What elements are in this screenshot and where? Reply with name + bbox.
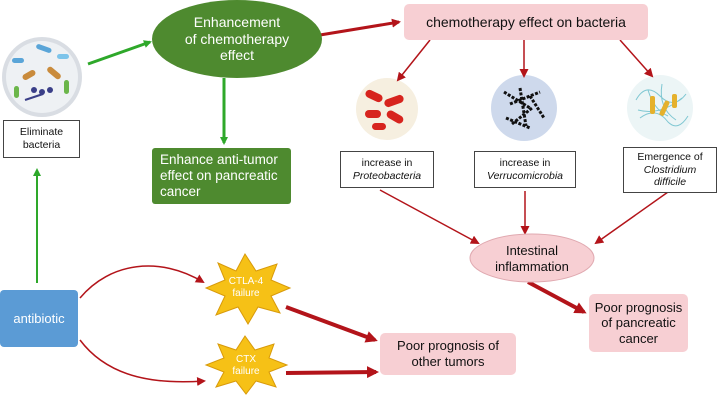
intestinal-line-2: inflammation [495,259,569,274]
arrow-chemo-to-proteo [396,39,431,82]
clostridium-node: Emergence of Clostridium difficile [623,147,717,193]
poor-other-line-2: other tumors [411,354,485,369]
filament-bacteria-icon [491,75,557,141]
intestinal-line-1: Intestinal [505,243,559,259]
ctx-star [204,335,289,395]
enhancement-line-1: Enhancement [193,13,281,30]
clostridium-prefix: Emergence of [637,151,703,164]
antibiotic-label: antibiotic [13,310,65,326]
arrow-enhancement-to-chemo [319,18,401,37]
proteobacteria-node: increase in Proteobacteria [340,151,434,188]
poor-pancreatic-node: Poor prognosis of pancreatic cancer [589,294,688,352]
enhancement-ellipse [152,0,322,78]
arrow-proteo-to-intestinal [379,189,480,244]
intestinal-node: Intestinal inflammation [472,238,592,280]
chemo-effect-node: chemotherapy effect on bacteria [404,4,648,40]
verrucomicrobia-node: increase in Verrucomicrobia [474,151,576,188]
ctla4-star [204,253,292,325]
arrow-eliminate-to-enhancement [87,40,152,66]
poor-pancreatic-line-2: of pancreatic [601,315,676,331]
ctla4-line-2: failure [232,288,260,299]
arrow-ctla4-to-poor-other [285,305,378,343]
clostridium-name-2: difficile [653,176,687,189]
ctx-line-2: failure [232,366,260,377]
arrow-antibiotic-to-ctx [79,339,206,386]
ctla4-node: CTLA-4 failure [218,274,274,302]
chemo-effect-label: chemotherapy effect on bacteria [426,13,626,30]
antibiotic-node: antibiotic [0,290,78,347]
poor-other-line-1: Poor prognosis of [397,338,499,354]
enhancement-line-3: effect [220,47,254,64]
enhance-anti-tumor-node: Enhance anti-tumor effect on pancreatic … [152,148,291,204]
verruco-name: Verrucomicrobia [486,169,564,182]
poor-other-node: Poor prognosis of other tumors [380,333,516,375]
anti-tumor-line-3: cancer [160,184,201,200]
eliminate-line-2: bacteria [22,139,61,151]
enhancement-line-2: of chemotherapy [184,30,290,47]
clostridium-name-1: Clostridium [643,163,697,176]
arrow-ctx-to-poor-other [285,366,379,379]
arrow-clostridium-to-intestinal [594,191,669,245]
arrow-antibiotic-to-ctla4 [79,265,205,299]
bacteria-culture-icon [2,37,82,117]
ctla4-line-1: CTLA-4 [228,276,264,287]
anti-tumor-line-1: Enhance anti-tumor [160,151,278,167]
intestinal-ellipse [469,233,595,283]
anti-tumor-line-2: effect on pancreatic [160,167,278,183]
proteo-prefix: increase in [361,156,413,169]
red-bacteria-icon [356,78,418,140]
poor-pancreatic-line-1: Poor prognosis [594,299,683,315]
eliminate-node: Eliminate bacteria [3,120,80,158]
proteo-name: Proteobacteria [352,169,422,182]
arrow-intestinal-to-poor-pancreatic [527,280,587,314]
enhancement-node: Enhancement of chemotherapy effect [162,8,312,70]
verruco-prefix: increase in [499,156,551,169]
eliminate-line-1: Eliminate [19,126,64,139]
spore-bacteria-icon [627,75,693,141]
arrow-chemo-to-clostridium [619,39,654,78]
poor-pancreatic-line-3: cancer [618,330,659,346]
ctx-node: CTX failure [220,352,272,380]
ctx-line-1: CTX [236,354,256,365]
